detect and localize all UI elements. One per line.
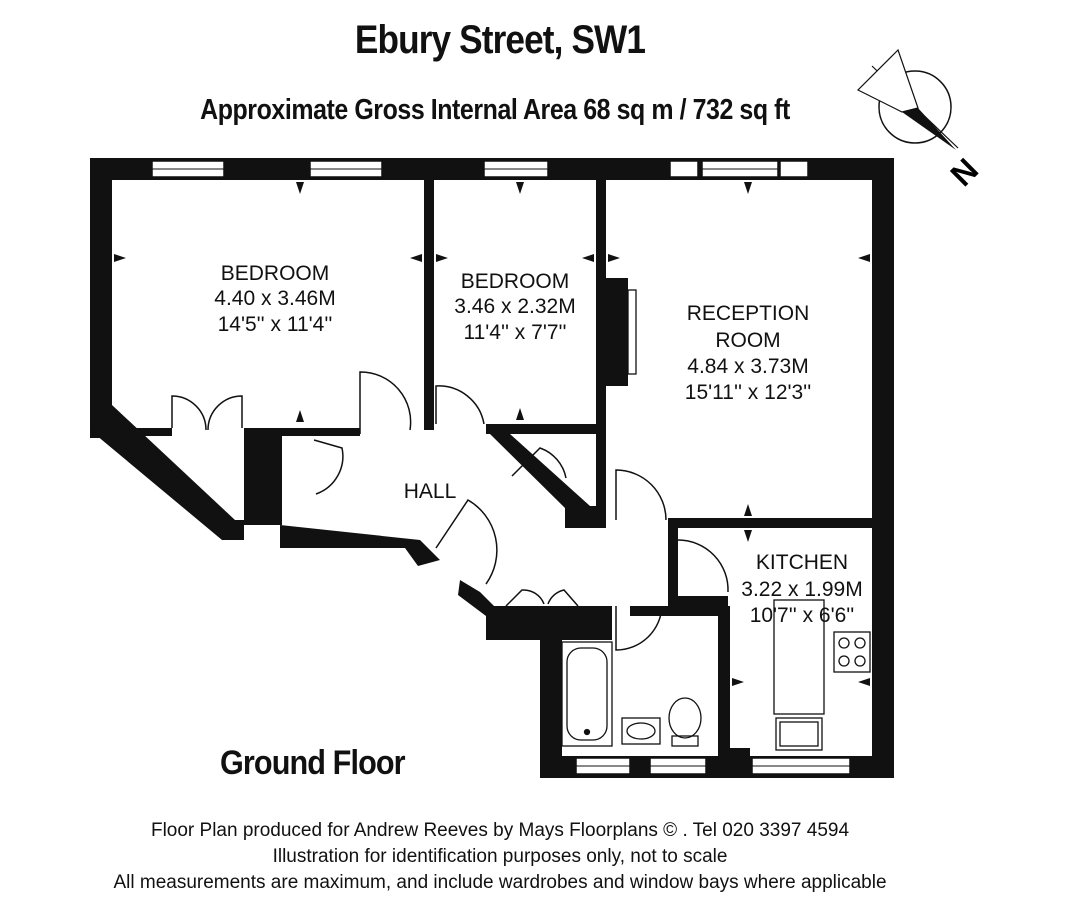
area-subtitle: Approximate Gross Internal Area 68 sq m …	[200, 94, 790, 126]
fixtures	[561, 289, 871, 751]
room-name: BEDROOM	[461, 270, 570, 293]
room-imperial: 14'5'' x 11'4''	[218, 313, 333, 336]
room-reception: RECEPTION ROOM 4.84 x 3.73M 15'11'' x 12…	[685, 302, 811, 404]
room-imperial: 11'4'' x 7'7''	[463, 321, 566, 344]
room-name: HALL	[404, 480, 457, 503]
footer-line-2: Illustration for identification purposes…	[272, 846, 728, 867]
doors	[171, 371, 729, 651]
room-bedroom-2: BEDROOM 3.46 x 2.32M 11'4'' x 7'7''	[454, 270, 575, 344]
room-name-line1: RECEPTION	[687, 302, 810, 325]
basin-icon	[621, 717, 661, 745]
bath-icon	[561, 641, 613, 747]
room-name: BEDROOM	[221, 262, 330, 285]
kitchen-counter	[773, 599, 825, 715]
room-imperial: 15'11'' x 12'3''	[685, 381, 811, 404]
room-hall: HALL	[404, 480, 457, 503]
room-kitchen: KITCHEN 3.22 x 1.99M 10'7'' x 6'6''	[741, 551, 862, 627]
room-metric: 4.84 x 3.73M	[687, 355, 808, 378]
floor-label: Ground Floor	[220, 744, 406, 782]
dimension-markers	[114, 182, 870, 686]
room-metric: 3.22 x 1.99M	[741, 578, 862, 601]
plan-title: Ebury Street, SW1	[354, 18, 646, 62]
room-metric: 4.40 x 3.46M	[214, 287, 335, 310]
room-name: KITCHEN	[756, 551, 848, 574]
compass-north-label: N	[943, 151, 985, 193]
toilet-icon	[668, 697, 702, 747]
room-imperial: 10'7'' x 6'6''	[750, 604, 855, 627]
room-metric: 3.46 x 2.32M	[454, 295, 575, 318]
sink-icon	[775, 717, 823, 751]
footer-line-1: Floor Plan produced for Andrew Reeves by…	[150, 820, 850, 841]
hob-icon	[833, 631, 871, 673]
room-bedroom-1: BEDROOM 4.40 x 3.46M 14'5'' x 11'4''	[214, 262, 335, 336]
footer-line-3: All measurements are maximum, and includ…	[113, 872, 887, 893]
room-name-line2: ROOM	[715, 329, 780, 352]
